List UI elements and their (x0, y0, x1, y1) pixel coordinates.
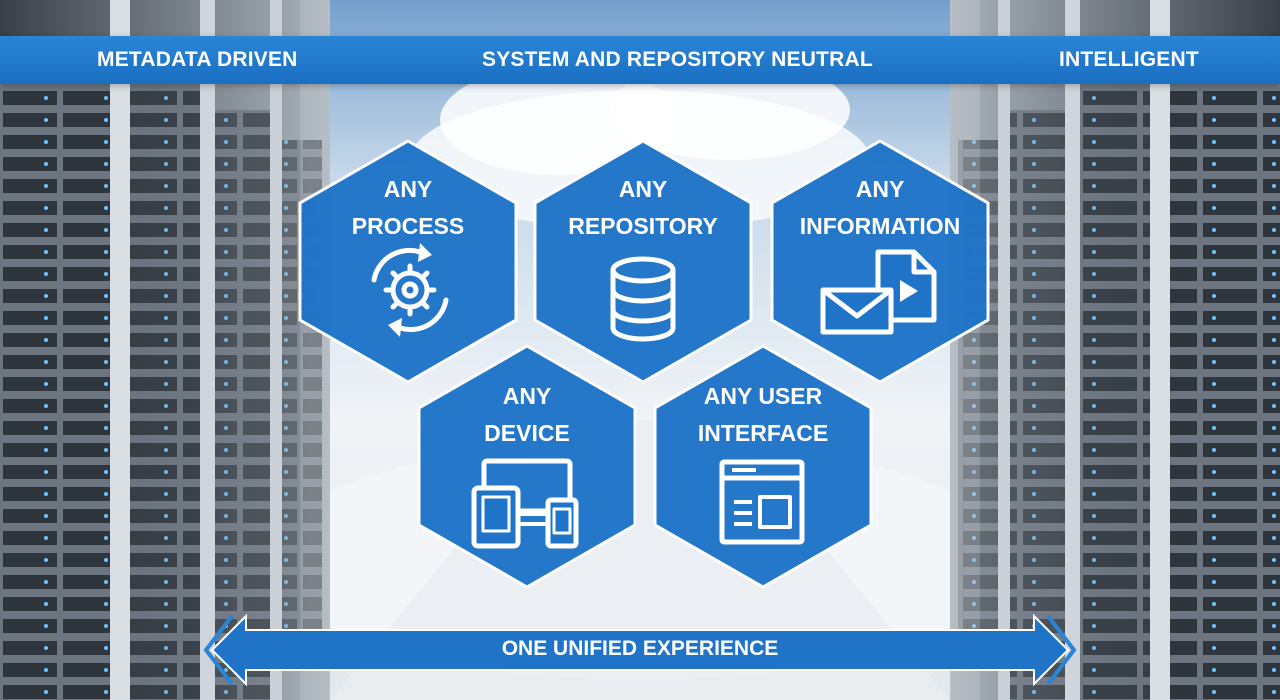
banner-label-metadata-driven: METADATA DRIVEN (97, 48, 298, 71)
database-icon (610, 256, 676, 342)
hexagon-any-process (298, 139, 518, 384)
email-and-media-file-icon (820, 249, 937, 335)
unified-experience-double-arrow (203, 613, 1077, 687)
banner-label-system-neutral: SYSTEM AND REPOSITORY NEUTRAL (482, 48, 873, 71)
hexagon-any-user-interface (653, 344, 873, 589)
hex-label-any-repository: ANY REPOSITORY (568, 176, 718, 239)
hex-label-any-process: ANY PROCESS (351, 176, 465, 239)
user-interface-window-icon (719, 459, 805, 545)
hex-label-any-information: ANY INFORMATION (799, 176, 961, 239)
unified-experience-label: ONE UNIFIED EXPERIENCE (501, 637, 779, 660)
banner-label-intelligent: INTELLIGENT (1059, 48, 1199, 71)
process-cycle-icon (371, 243, 449, 337)
top-banner: METADATA DRIVEN SYSTEM AND REPOSITORY NE… (0, 36, 1280, 84)
hex-label-any-device: ANY DEVICE (484, 383, 570, 446)
hex-label-any-user-interface: ANY USER INTERFACE (697, 383, 829, 446)
multi-device-icon (471, 458, 579, 549)
